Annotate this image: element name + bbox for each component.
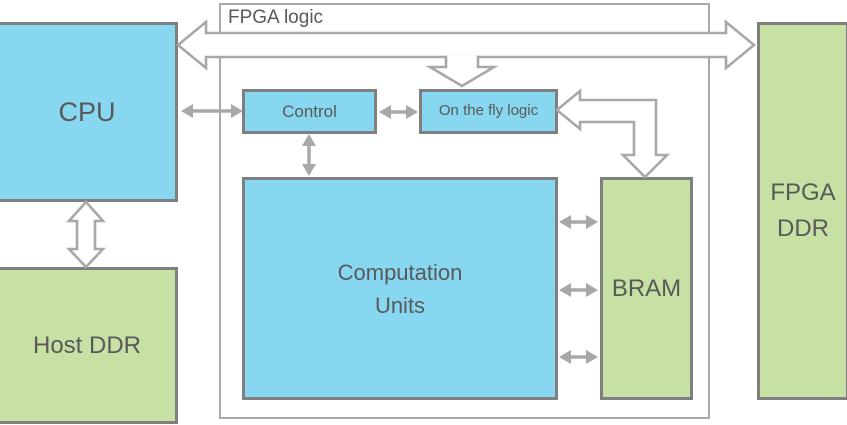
control-block: Control xyxy=(242,89,377,134)
fpga-logic-container xyxy=(219,3,710,419)
fpga-logic-container-label: FPGA logic xyxy=(228,7,324,28)
on-the-fly-logic-label: On the fly logic xyxy=(438,102,539,120)
bram-label: BRAM xyxy=(611,274,682,302)
cpu-block: CPU xyxy=(0,22,178,202)
computation-units-label: Computation Units xyxy=(337,259,463,318)
bram-block: BRAM xyxy=(600,177,693,400)
control-label: Control xyxy=(282,101,337,121)
computation-units-block: Computation Units xyxy=(242,177,558,400)
cpu-label: CPU xyxy=(58,96,116,127)
on-the-fly-logic-block: On the fly logic xyxy=(419,89,558,134)
cpu-hostddr-arrow xyxy=(65,200,107,269)
fpga-ddr-block: FPGA DDR xyxy=(757,22,847,400)
host-ddr-label: Host DDR xyxy=(32,331,141,359)
host-ddr-block: Host DDR xyxy=(0,267,178,424)
fpga-ddr-label: FPGA DDR xyxy=(770,179,836,242)
